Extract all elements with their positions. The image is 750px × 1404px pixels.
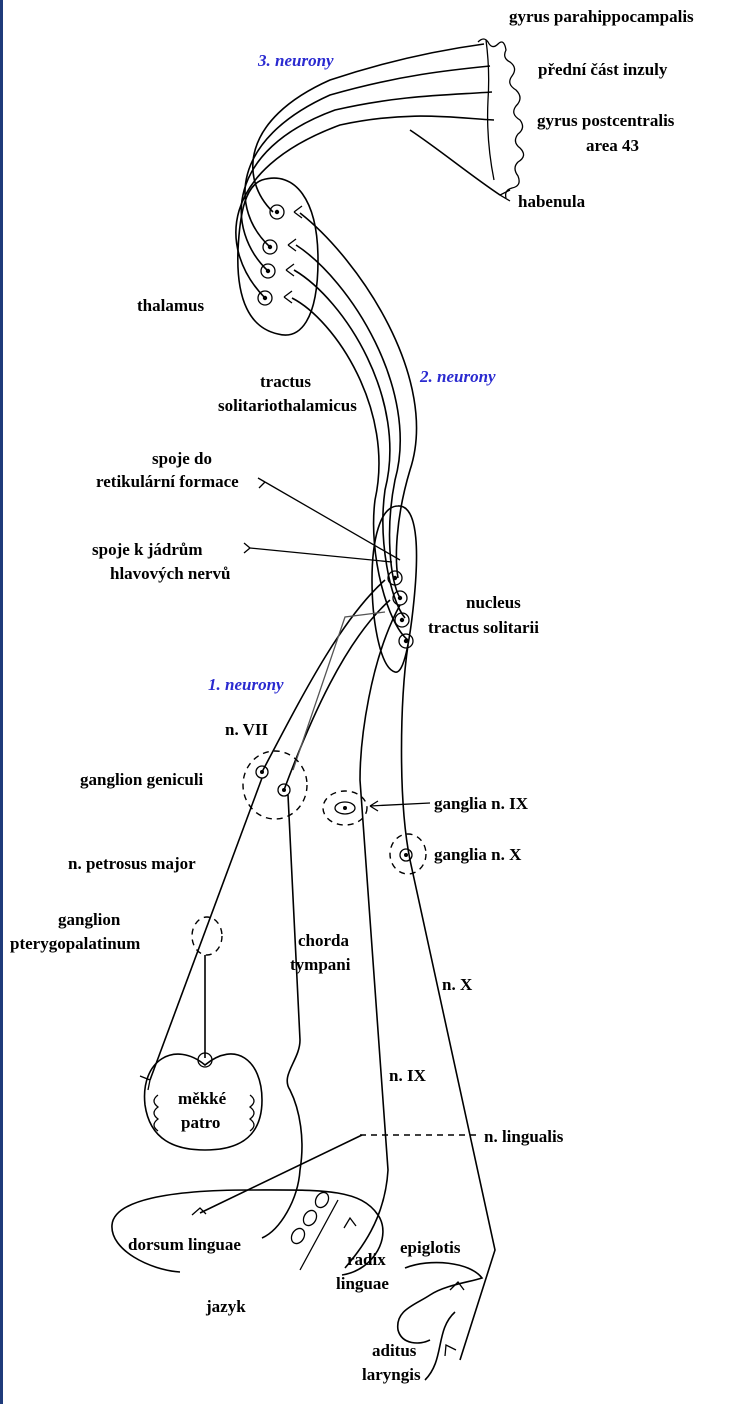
thalamus-neuron-2-nucleus	[268, 245, 272, 249]
papilla-2	[301, 1208, 319, 1228]
ganglion-geniculi-neuron-2-nucleus	[282, 788, 286, 792]
ganglion-geniculi-outline	[243, 751, 307, 819]
ganglia-ix-neuron-nucleus	[343, 806, 347, 810]
label-thalamus: thalamus	[137, 296, 204, 315]
label-mekke: měkké	[178, 1089, 227, 1108]
fiber-vii-gray	[293, 612, 385, 770]
label-epiglotis: epiglotis	[400, 1238, 461, 1257]
ganglion-pterygopalatinum-outline	[192, 917, 222, 955]
label-habenula: habenula	[518, 192, 586, 211]
fiber-third-2	[245, 66, 490, 247]
label-predni-cast-inzuly: přední část inzuly	[538, 60, 668, 79]
fiber-second-3	[294, 270, 405, 618]
label-second-neurons: 2. neurony	[419, 367, 496, 386]
nts-neuron-3-nucleus	[400, 618, 404, 622]
label-laryngis: laryngis	[362, 1365, 421, 1384]
label-dorsum-linguae: dorsum linguae	[128, 1235, 241, 1254]
cortex-outline	[478, 39, 524, 198]
label-patro: patro	[181, 1113, 220, 1132]
tongue-outline	[112, 1190, 383, 1275]
label-ganglion-geniculi: ganglion geniculi	[80, 770, 204, 789]
ganglion-geniculi-neuron-1-nucleus	[260, 770, 264, 774]
chorda-tympani	[262, 795, 302, 1238]
papilla-1	[313, 1190, 331, 1210]
label-ganglia-n-ix: ganglia n. IX	[434, 794, 529, 813]
label-hlavovych-nervu: hlavových nervů	[110, 564, 230, 583]
nts-neuron-4-nucleus	[404, 639, 408, 643]
label-retikularni-formace: retikulární formace	[96, 472, 239, 491]
thalamus-neuron-4-nucleus	[263, 296, 267, 300]
label-ganglia-n-x: ganglia n. X	[434, 845, 522, 864]
label-jazyk: jazyk	[205, 1297, 246, 1316]
label-tractus-solitarii: tractus solitarii	[428, 618, 539, 637]
label-radix: radix	[347, 1250, 386, 1269]
papilla-line	[300, 1200, 338, 1270]
label-pterygopalatinum: pterygopalatinum	[10, 934, 140, 953]
label-solitariothalamicus: solitariothalamicus	[218, 396, 357, 415]
label-linguae: linguae	[336, 1274, 389, 1293]
cranial-nuclei-connection	[250, 548, 392, 562]
label-third-neurons: 3. neurony	[257, 51, 334, 70]
nts-neuron-2-nucleus	[398, 596, 402, 600]
thalamus-neuron-1-nucleus	[275, 210, 279, 214]
papilla-3	[289, 1226, 307, 1246]
label-chorda: chorda	[298, 931, 350, 950]
thalamus-neuron-3-nucleus	[266, 269, 270, 273]
synapse-t1	[294, 206, 302, 218]
fiber-third-3	[241, 92, 492, 271]
larynx-line	[425, 1312, 455, 1380]
ganglia-ix-arrow	[370, 803, 430, 806]
palate-right-folds	[250, 1095, 254, 1131]
n-petrosus-major	[150, 778, 262, 1080]
label-n-ix: n. IX	[389, 1066, 427, 1085]
fiber-vii-second	[284, 600, 390, 790]
palate-left-folds	[154, 1095, 158, 1131]
fiber-ix	[345, 605, 400, 1268]
fiber-habenula	[410, 130, 500, 195]
aditus-ending	[445, 1345, 456, 1356]
radix-ending	[344, 1218, 356, 1228]
synapse-t4	[284, 291, 292, 303]
label-n-x: n. X	[442, 975, 473, 994]
cortex-inner	[486, 40, 494, 180]
reticular-connection	[265, 482, 400, 560]
label-area-43: area 43	[586, 136, 639, 155]
label-n-vii: n. VII	[225, 720, 269, 739]
synapse-t3	[286, 264, 294, 276]
ganglia-x-outline	[390, 834, 426, 874]
label-first-neurons: 1. neurony	[208, 675, 284, 694]
label-spoje-k-jadrum: spoje k jádrům	[92, 540, 203, 559]
nts-neuron-1-nucleus	[393, 576, 397, 580]
ganglia-x-neuron-nucleus	[404, 853, 408, 857]
label-nucleus: nucleus	[466, 593, 521, 612]
fiber-second-4	[292, 298, 408, 640]
label-gyrus-parahippocampalis: gyrus parahippocampalis	[509, 7, 694, 26]
label-ganglion: ganglion	[58, 910, 121, 929]
label-n-petrosus-major: n. petrosus major	[68, 854, 196, 873]
thalamus-oval	[238, 178, 318, 335]
label-n-lingualis: n. lingualis	[484, 1127, 564, 1146]
label-aditus: aditus	[372, 1341, 417, 1360]
label-tympani: tympani	[290, 955, 351, 974]
label-gyrus-postcentralis: gyrus postcentralis	[537, 111, 675, 130]
label-tractus: tractus	[260, 372, 311, 391]
cranial-nuclei-arrow	[244, 543, 250, 553]
label-spoje-do: spoje do	[152, 449, 212, 468]
reticular-arrow	[258, 478, 265, 488]
tongue-dorsum-ending	[192, 1208, 206, 1215]
synapse-t2	[288, 239, 296, 251]
